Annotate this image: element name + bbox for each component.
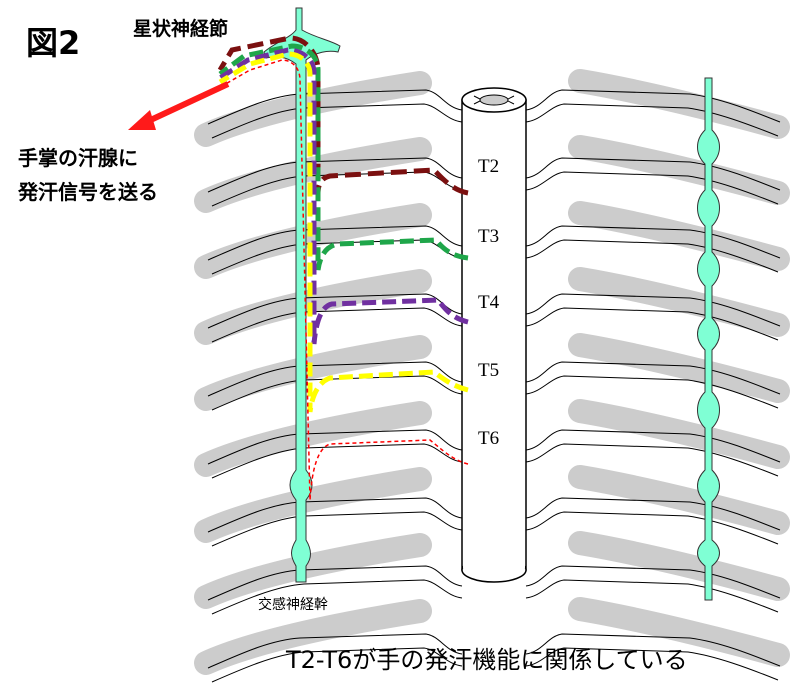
right-sympathetic-trunk [697, 77, 720, 601]
spinal-nerve [525, 647, 779, 681]
t5-pathway [218, 51, 469, 413]
spinal-nerve [525, 497, 781, 531]
stellate-ganglion-label: 星状神経節 [133, 18, 229, 40]
sweat-signal-label-line2: 発汗信号を送る [18, 180, 158, 204]
spinal-nerve [525, 579, 779, 613]
segment-label-t3: T3 [478, 226, 500, 247]
spinal-nerve [525, 429, 781, 463]
spinal-nerve [211, 579, 463, 615]
t3-pathway [218, 43, 469, 271]
segment-label-t2: T2 [478, 156, 500, 177]
signal-arrowhead [128, 110, 156, 130]
rib [194, 401, 432, 477]
signal-arrow [140, 81, 230, 127]
rib [568, 135, 790, 205]
rib [568, 399, 790, 469]
spinal-nerve [525, 157, 781, 191]
spinal-nerve [525, 225, 781, 259]
spinal-nerve [525, 293, 781, 327]
spinal-nerve [525, 89, 781, 123]
rib [568, 531, 790, 601]
spinal-nerve [525, 375, 779, 409]
rib [194, 533, 432, 609]
sympathetic-trunk-label: 交感神経幹 [258, 597, 328, 613]
figure-label: 図2 [26, 24, 81, 62]
spinal-nerve [207, 633, 463, 669]
t2-pathway [217, 35, 469, 196]
t6-pathway [221, 59, 469, 501]
rib [568, 597, 790, 667]
segment-label-t6: T6 [478, 428, 500, 449]
segment-label-t5: T5 [478, 360, 500, 381]
rib [568, 201, 790, 271]
sweat-signal-label-line1: 手掌の汗腺に [18, 146, 138, 170]
spinal-nerve [525, 239, 779, 273]
spinal-nerve [525, 171, 779, 205]
segment-label-t4: T4 [478, 292, 500, 313]
sweat-signal-label: 手掌の汗腺に 発汗信号を送る [18, 141, 158, 209]
t4-pathway [218, 47, 469, 345]
rib [568, 465, 790, 535]
right-spinal-nerves [525, 89, 781, 681]
right-ribs [568, 69, 790, 667]
rib [194, 599, 432, 675]
rib [568, 69, 790, 139]
rib [568, 333, 790, 403]
spinal-nerve [525, 511, 779, 545]
diagram-caption: T2-T6が手の発汗機能に関係している [286, 646, 688, 674]
spinal-column [461, 87, 527, 583]
spinal-nerve [525, 307, 779, 341]
rib [568, 267, 790, 337]
sweat-signal-pathways [128, 35, 469, 501]
rib [194, 467, 432, 543]
spinal-nerve [525, 103, 779, 137]
spinal-nerve [525, 361, 781, 395]
spinal-nerve [525, 443, 779, 477]
spinal-nerve [525, 565, 781, 599]
spinal-nerve [525, 633, 781, 667]
spinal-nerve [211, 647, 463, 683]
